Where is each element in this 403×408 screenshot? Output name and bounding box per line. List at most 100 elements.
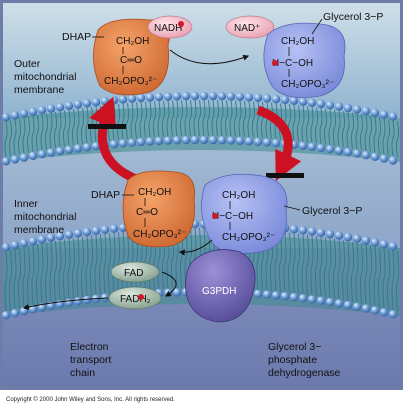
inner-membrane-head-top (352, 234, 362, 243)
outer-membrane-head-bottom (361, 150, 371, 160)
outer-membrane-lipid-tail (324, 108, 327, 145)
outer-membrane-head-top (217, 92, 227, 101)
outer-membrane-lipid-tail (130, 102, 134, 139)
inner-membrane-lipid-tail (90, 235, 93, 296)
outer-membrane-head-top (289, 96, 299, 106)
outer-membrane-lipid-tail (171, 100, 174, 137)
inner-membrane-lipid-tail (58, 240, 62, 301)
outer-membrane-head-bottom (64, 145, 74, 154)
outer-membrane-lipid-tail (153, 101, 156, 138)
g3pdh-name-label-3: dehydrogenase (268, 367, 341, 379)
outer-membrane-head-bottom (352, 149, 362, 158)
inner-membrane-head-bottom (343, 300, 353, 310)
outer-membrane-head-top (37, 106, 47, 115)
outer-membrane-lipid-tail (306, 106, 309, 143)
outer-membrane-lipid-tail (328, 109, 332, 146)
outer-membrane-lipid-tail (198, 99, 201, 137)
inner-membrane-head-bottom (262, 290, 272, 299)
inner-membrane-head-bottom (388, 310, 398, 319)
inner-membrane-head-top (1, 243, 11, 252)
inner-membrane-lipid-tail (288, 232, 291, 293)
outer-membrane-head-top (199, 91, 209, 101)
outer-membrane-lipid-tail (27, 116, 30, 153)
dhap-formula-top-1: CH₂OH (116, 36, 149, 47)
outer-membrane-head-top (91, 98, 101, 107)
inner-membrane-head-bottom (307, 295, 317, 304)
g3pdh-label: G3PDH (202, 286, 236, 297)
outer-membrane-head-top (370, 108, 380, 118)
g3p-molecule-top (263, 22, 346, 99)
outer-membrane-lipid-tail (396, 121, 399, 158)
dhap-molecule-top (93, 18, 170, 96)
inner-membrane-head-top (55, 232, 65, 241)
inner-membrane-head-top (73, 229, 83, 238)
inner-membrane-lipid-tail (67, 238, 71, 299)
outer-membrane-head-top (118, 95, 128, 104)
outer-membrane-lipid-tail (54, 111, 57, 148)
outer-membrane-head-bottom (172, 136, 182, 145)
inner-membrane-lipid-tail (4, 251, 8, 312)
outer-membrane-lipid-tail (369, 115, 372, 152)
inner-membrane-head-top (379, 240, 389, 249)
inner-membrane-lipid-tail (22, 247, 26, 308)
inner-membrane-head-top (91, 226, 101, 235)
outer-membrane-head-top (280, 95, 290, 105)
inner-membrane-lipid-tail (180, 228, 183, 289)
outer-membrane-head-top (136, 93, 146, 103)
outer-membrane-head-bottom (190, 135, 200, 145)
inner-membrane-head-top (298, 226, 308, 235)
outer-membrane-head-top (55, 103, 65, 112)
outer-membrane-head-top (28, 107, 38, 117)
inner-membrane-lipid-tail (72, 237, 75, 299)
outer-membrane-lipid-tail (36, 114, 39, 152)
outer-membrane-head-top (262, 94, 272, 103)
red-arrow-down-right (256, 105, 302, 182)
inner-membrane-lipid-tail (364, 244, 368, 305)
fadh2-label: FADH₂ (120, 294, 151, 305)
inner-membrane-lipid-tail (292, 233, 296, 294)
outer-membrane-lipid-tail (40, 114, 44, 151)
inner-membrane-head-top (370, 238, 380, 247)
outer-membrane-head-bottom (343, 147, 353, 157)
g3p-pointer-top (311, 18, 323, 35)
inner-membrane-head-top (109, 224, 119, 233)
outer-membrane-lipid-tail (342, 111, 345, 148)
outer-membrane-lipid-tail (49, 112, 53, 149)
outer-membrane-lipid-tail (252, 101, 255, 138)
dhap-label-top: DHAP (62, 31, 91, 43)
outer-membrane-lipid-tail (391, 120, 395, 157)
g3p-formula-bottom-1: CH₂OH (222, 190, 255, 201)
inner-membrane-head-bottom (73, 297, 83, 306)
fadh2-blob (108, 286, 162, 310)
inner-membrane-head-bottom (28, 305, 38, 314)
outer-membrane-lipid-tail (373, 116, 377, 153)
outer-membrane-head-top (361, 106, 371, 116)
nadh-hydrogen-dot (178, 21, 184, 27)
electron-transport-label-2: transport (70, 354, 112, 366)
outer-membrane-head-top (343, 103, 353, 113)
inner-membrane-head-top (100, 225, 110, 234)
outer-membrane-lipid-tail (382, 118, 386, 155)
outer-membrane-lipid-tail (315, 107, 318, 144)
inner-membrane-head-bottom (19, 307, 29, 316)
inner-membrane-lipid-tail (306, 234, 309, 295)
inner-membrane-lipid-tail (40, 243, 44, 304)
copyright-text: Copyright © 2000 John Wiley and Sons, In… (6, 396, 175, 403)
inner-membrane-lipid-tail (297, 233, 300, 294)
outer-membrane-head-top (379, 110, 389, 119)
outer-membrane-head-top (1, 113, 11, 122)
inner-membrane-head-bottom (370, 306, 380, 315)
outer-membrane-head-top (226, 92, 236, 101)
outer-membrane-lipid-tail (346, 111, 350, 149)
outer-membrane-head-bottom (298, 141, 308, 150)
outer-membrane-lipid-tail (18, 118, 21, 155)
outer-membrane-head-top (64, 101, 74, 111)
inner-membrane-lipid-tail (31, 245, 35, 306)
outer-membrane-head-bottom (55, 147, 65, 156)
outer-membrane-lipid-tail (85, 107, 89, 144)
outer-membrane-lipid-tail (207, 99, 210, 137)
inner-membrane-lipid-tail (81, 236, 84, 297)
inner-membrane-lipid-tail (342, 240, 345, 301)
